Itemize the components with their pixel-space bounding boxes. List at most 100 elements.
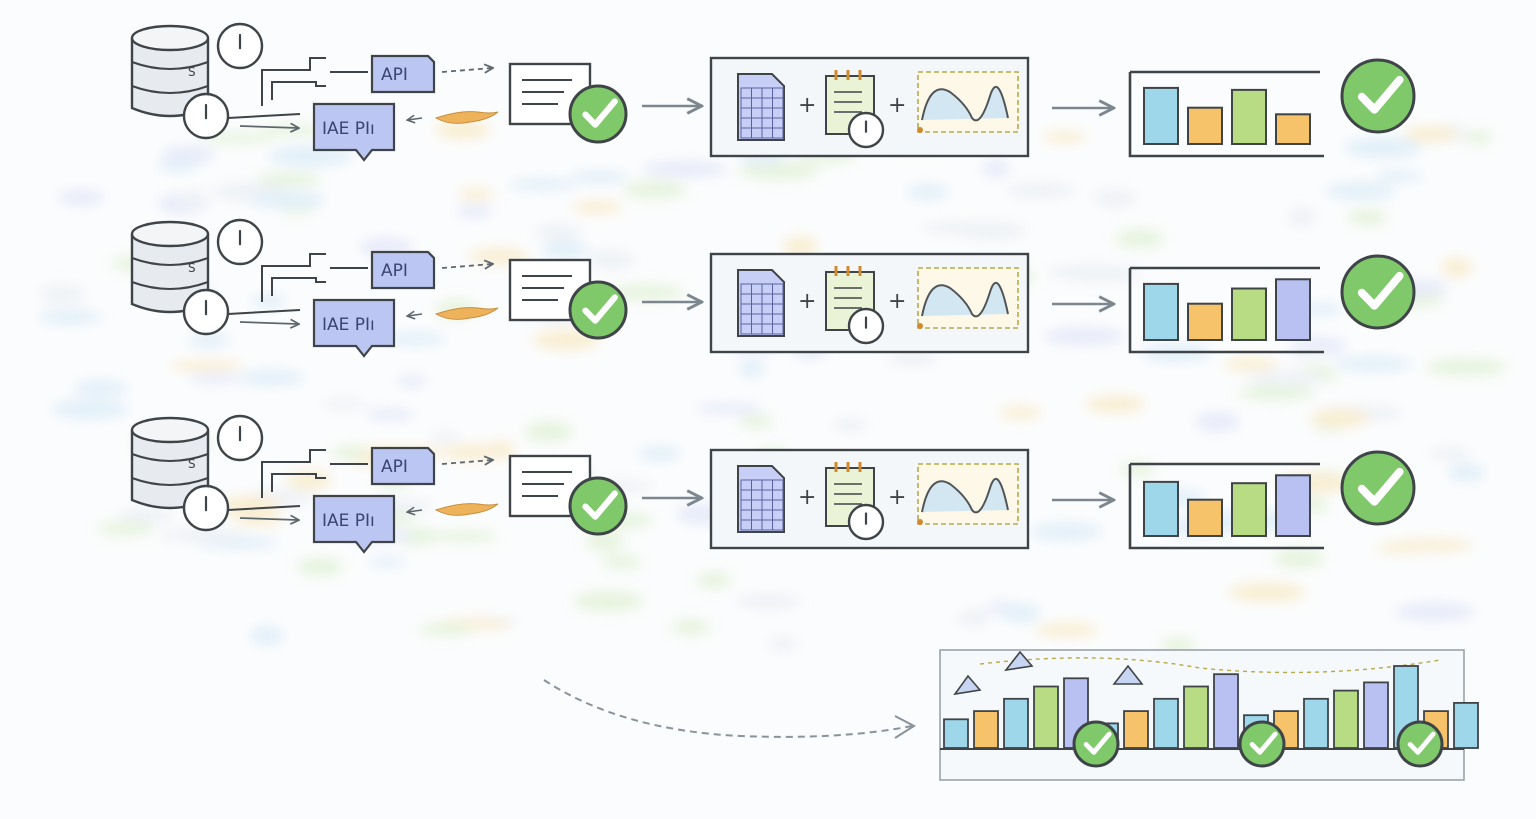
summary-bar	[1453, 702, 1479, 749]
connector-line	[227, 309, 301, 315]
wash-blob	[418, 623, 474, 636]
wash-blob	[430, 530, 498, 542]
iae-tag: IAE PIı	[312, 298, 396, 358]
wash-blob	[38, 309, 102, 325]
wash-blob	[1389, 538, 1474, 552]
summary-chart	[543, 649, 1479, 781]
plus-sign: +	[888, 93, 906, 118]
bar-chart-icon	[1128, 70, 1324, 158]
line-chart-icon	[917, 71, 1019, 133]
line-chart-icon	[917, 463, 1019, 525]
dashed-arrow	[441, 68, 492, 72]
wash-blob	[1001, 603, 1041, 623]
wash-blob	[919, 221, 1005, 235]
wash-blob	[1332, 356, 1413, 372]
wash-blob	[1447, 463, 1486, 482]
check-badge-icon	[1340, 450, 1416, 526]
wash-blob	[737, 359, 766, 378]
bar	[1143, 282, 1179, 341]
wash-blob	[250, 625, 284, 646]
wash-blob	[430, 430, 459, 444]
flame-stroke	[434, 111, 499, 124]
wash-blob	[981, 160, 1010, 178]
wash-blob	[999, 406, 1042, 420]
wash-blob	[602, 554, 641, 569]
clock-icon	[216, 22, 264, 70]
wash-blob	[97, 522, 155, 536]
wash-blob	[1030, 522, 1103, 541]
wash-blob	[435, 120, 491, 140]
wash-blob	[623, 180, 687, 199]
bar	[1275, 474, 1311, 537]
wash-blob	[458, 188, 494, 201]
connector-line	[261, 449, 326, 498]
spreadsheet-icon	[737, 269, 785, 337]
wash-blob	[50, 399, 129, 420]
iae-tag: IAE PIı	[312, 494, 396, 554]
wash-blob	[179, 190, 208, 210]
wash-blob	[248, 190, 326, 209]
api-tag: API	[370, 446, 436, 486]
wash-blob	[906, 184, 950, 200]
wash-blob	[1004, 182, 1077, 199]
wash-blob	[607, 284, 685, 301]
wash-blob	[533, 223, 582, 241]
check-badge-icon	[568, 84, 628, 144]
dashed-arrow	[441, 264, 492, 268]
wash-blob	[783, 235, 818, 257]
summary-bar	[1183, 685, 1209, 749]
plus-sign: +	[888, 485, 906, 510]
wash-blob	[508, 178, 578, 191]
check-badge-icon	[1396, 720, 1444, 768]
wash-blob	[441, 444, 502, 461]
wash-blob	[570, 170, 630, 184]
wash-blob	[169, 360, 244, 372]
wash-blob	[1374, 170, 1424, 182]
summary-bar	[1123, 710, 1149, 749]
connector-line	[271, 81, 326, 100]
spreadsheet-icon	[737, 465, 785, 533]
summary-bar	[1003, 697, 1029, 749]
wash-blob	[1344, 136, 1423, 159]
bar	[1231, 482, 1267, 537]
wash-blob	[1194, 412, 1241, 432]
small-arrow	[408, 314, 423, 316]
wash-blob	[1119, 463, 1156, 476]
flame-stroke	[434, 503, 499, 516]
wash-blob	[1085, 395, 1146, 413]
wash-blob	[1248, 370, 1326, 387]
summary-bar	[973, 710, 999, 749]
watercolor-background	[38, 120, 1507, 654]
line-chart-icon	[917, 267, 1019, 329]
wash-blob	[585, 531, 624, 551]
iae-label: IAE PIı	[322, 119, 375, 139]
wash-blob	[1404, 125, 1458, 143]
svg-text:S: S	[188, 261, 196, 275]
bar	[1187, 106, 1223, 145]
wash-blob	[118, 507, 174, 524]
wash-blob	[320, 399, 368, 410]
wash-blob	[832, 417, 868, 433]
clock-icon	[182, 288, 230, 336]
wash-blob	[1229, 582, 1306, 602]
clock-icon	[216, 218, 264, 266]
clock-icon	[847, 307, 885, 345]
wash-blob	[367, 556, 406, 568]
wash-blob	[366, 408, 415, 421]
api-tag: API	[370, 250, 436, 290]
summary-bar	[943, 718, 969, 749]
api-tag: API	[370, 54, 436, 94]
iae-label: IAE PIı	[322, 315, 375, 335]
wash-blob	[1043, 326, 1125, 346]
wash-blob	[158, 527, 243, 543]
wash-blob	[695, 402, 764, 415]
wash-blob	[1115, 229, 1165, 248]
wash-blob	[542, 240, 588, 260]
wash-blob	[572, 200, 622, 214]
summary-bar	[1033, 685, 1059, 749]
wash-blob	[641, 160, 729, 178]
